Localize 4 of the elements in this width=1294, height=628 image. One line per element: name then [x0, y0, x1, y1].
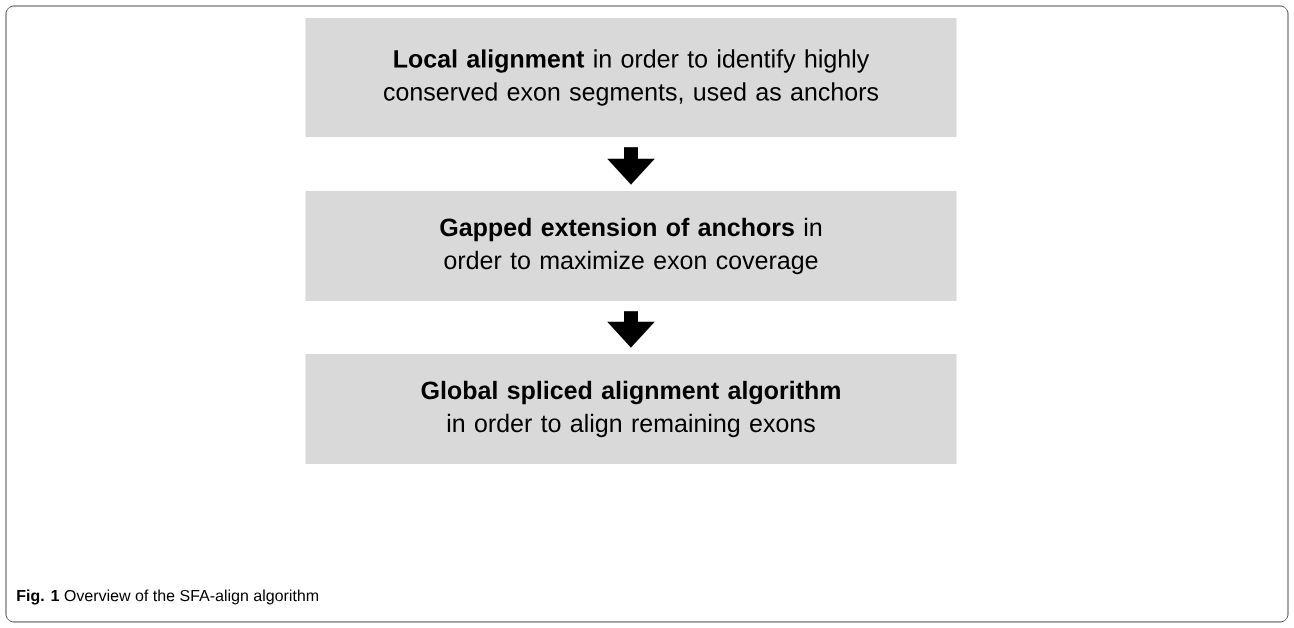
process-box: Gapped extension of anchors in order to maximize exon coverage — [305, 191, 957, 301]
process-box: Global spliced alignment algorithm in order to align remaining exons — [305, 354, 957, 464]
figure-caption: Fig. 1 Overview of the SFA-align algorithm — [17, 589, 319, 605]
process-box: Local alignment in order to identify highly conserved exon segments, used as anchors — [305, 18, 957, 137]
